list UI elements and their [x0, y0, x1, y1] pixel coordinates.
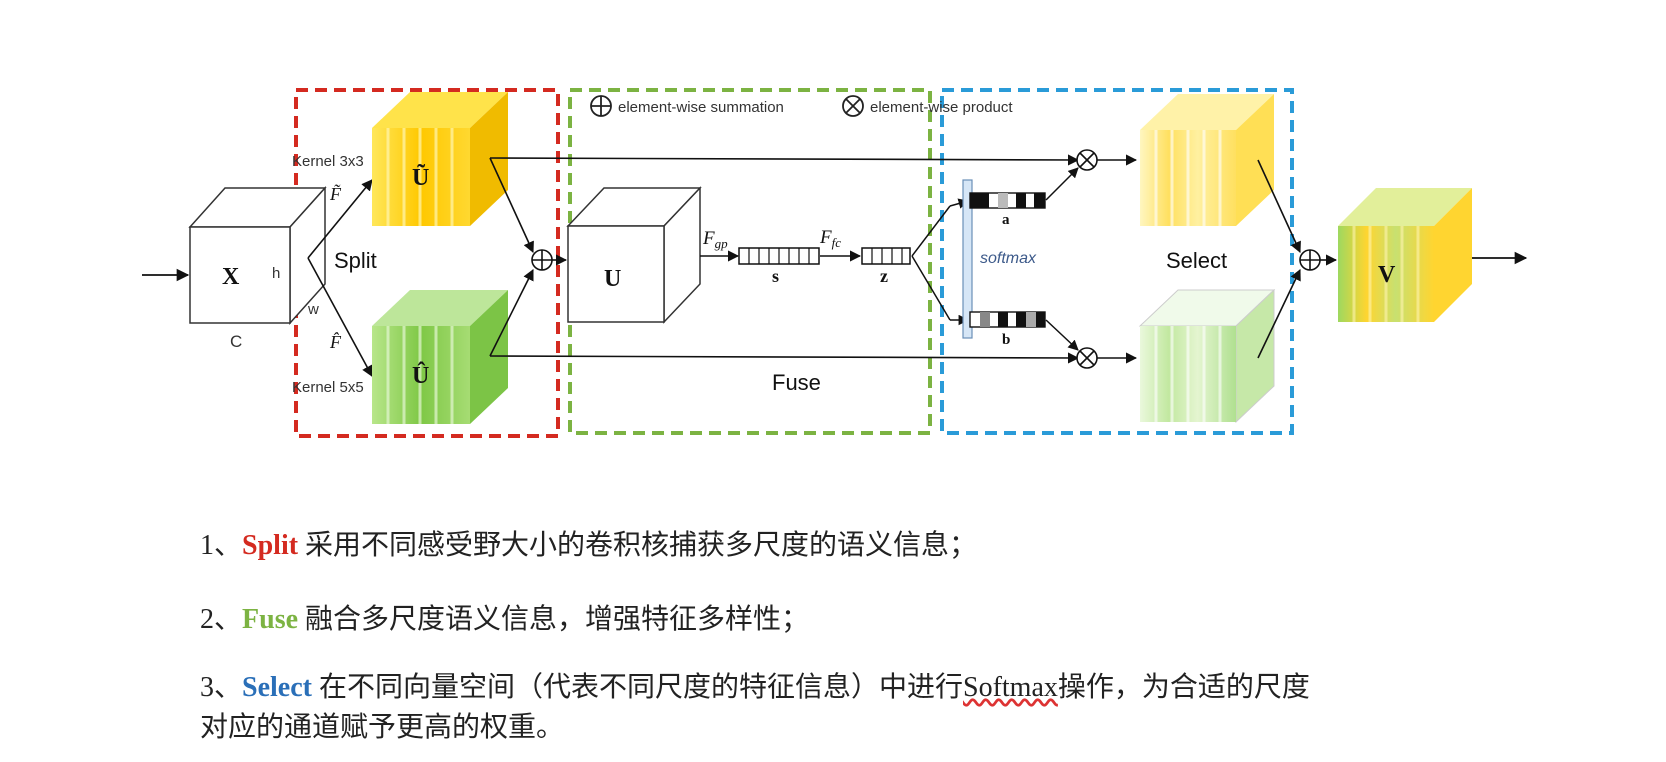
z-label: z [880, 266, 888, 286]
v-cube: V [1338, 188, 1472, 322]
description-2: 2、Fuse 融合多尺度语义信息，增强特征多样性； [200, 600, 809, 640]
description-3-line-2: 对应的通道赋予更高的权重。 [200, 708, 564, 748]
x-c-label: C [230, 332, 242, 351]
sknet-diagram: element-wise summation element-wise prod… [142, 88, 1528, 438]
kernel-top-label: Kernel 3x3 [292, 153, 364, 170]
sum-node-fuse [531, 249, 553, 271]
description-2-text: 融合多尺度语义信息，增强特征多样性； [298, 604, 810, 635]
f-tilde-label: F̃ [329, 184, 342, 204]
a-vector: a [969, 192, 1046, 228]
description-3-text-b: 操作，为合适的尺度 [1057, 672, 1310, 703]
legend-sum-label: element-wise summation [618, 99, 784, 116]
description-1-keyword: Split [242, 530, 299, 561]
ffc-label: Ffc [819, 227, 841, 250]
u-label: U [604, 266, 621, 292]
v-label: V [1378, 262, 1396, 288]
z-vector: z [861, 247, 911, 286]
split-title: Split [334, 248, 377, 273]
x-cube: X h w C [188, 186, 327, 351]
product-node-top [1076, 149, 1098, 171]
fgp-label: Fgp [702, 228, 728, 251]
u-hat-cube: Û [372, 290, 508, 424]
description-3: 3、Select 在不同向量空间（代表不同尺度的特征信息）中进行Softmax操… [200, 668, 1310, 708]
kernel-bottom-label: Kernel 5x5 [292, 379, 364, 396]
f-hat-label: F̂ [329, 332, 342, 352]
description-3-number: 3、 [200, 672, 243, 703]
softmax-bar [962, 179, 973, 339]
x-h-label: h [272, 265, 280, 282]
s-vector: s [738, 247, 820, 286]
fuse-title: Fuse [772, 370, 821, 395]
select-group-box [940, 88, 1294, 435]
description-2-keyword: Fuse [242, 604, 299, 635]
weighted-green-cube [1138, 288, 1276, 424]
u-hat-label: Û [412, 362, 429, 389]
description-1-number: 1、 [200, 530, 243, 561]
description-3-keyword: Select [242, 672, 312, 703]
product-icon [842, 95, 864, 117]
x-label: X [222, 264, 240, 290]
description-3-text-c: 对应的通道赋予更高的权重。 [200, 712, 565, 743]
fuse-group-box [568, 88, 932, 435]
softmax-label: softmax [980, 250, 1037, 267]
description-1: 1、Split 采用不同感受野大小的卷积核捕获多尺度的语义信息； [200, 526, 977, 566]
u-tilde-label: Ũ [412, 165, 429, 191]
legend-product: element-wise product [842, 95, 1013, 117]
description-3-softmax: Softmax [963, 672, 1058, 703]
b-label: b [1002, 332, 1010, 348]
description-3-text-a: 在不同向量空间（代表不同尺度的特征信息）中进行 [311, 672, 963, 703]
x-w-label: w [307, 301, 319, 318]
legend-sum: element-wise summation [590, 95, 784, 117]
sum-node-select [1299, 249, 1321, 271]
select-title: Select [1166, 248, 1227, 273]
u-cube: U [566, 186, 702, 324]
b-vector: b [969, 311, 1046, 348]
u-tilde-cube: Ũ [372, 92, 508, 226]
weighted-yellow-cube [1140, 94, 1274, 226]
legend-product-label: element-wise product [870, 99, 1013, 116]
description-2-number: 2、 [200, 604, 243, 635]
s-label: s [772, 266, 779, 286]
a-label: a [1002, 212, 1010, 228]
product-node-bottom [1076, 347, 1098, 369]
description-1-text: 采用不同感受野大小的卷积核捕获多尺度的语义信息； [298, 530, 978, 561]
